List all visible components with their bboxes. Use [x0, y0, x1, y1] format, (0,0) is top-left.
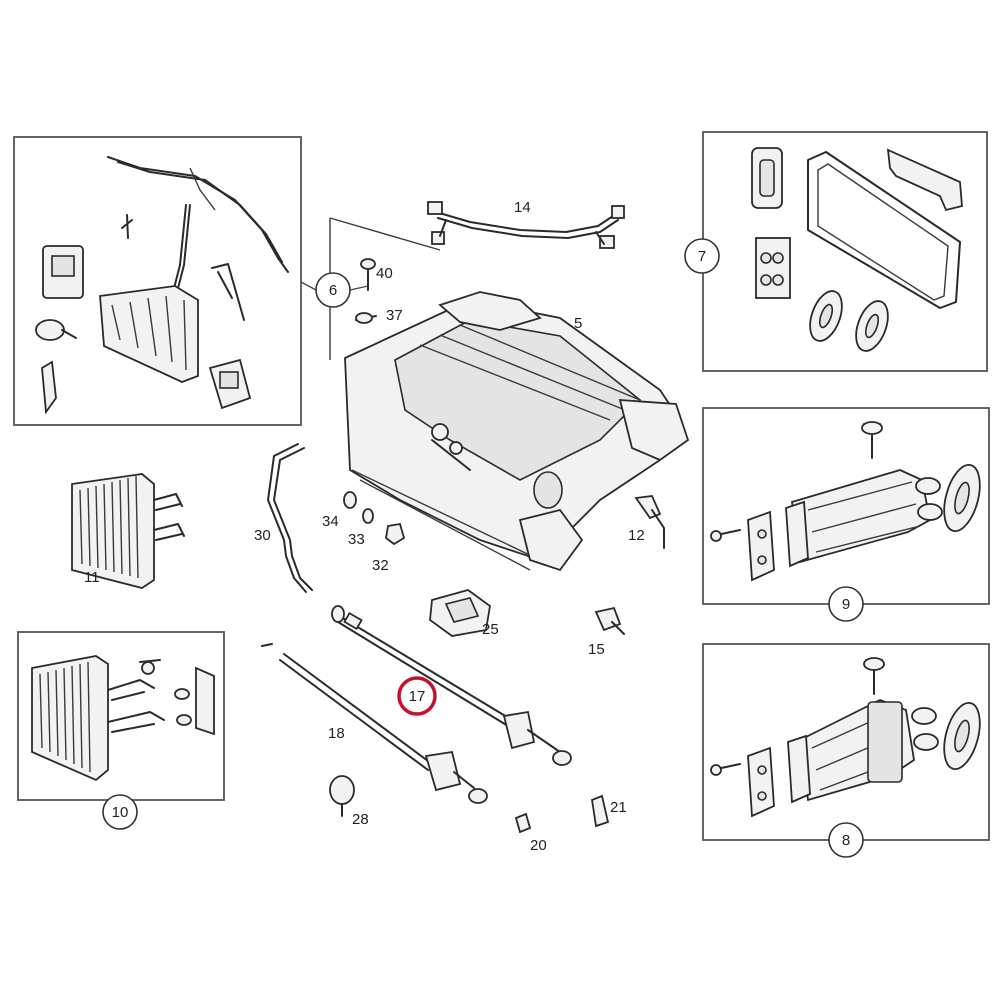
part-28-clip [329, 775, 355, 817]
part-12-clip [634, 495, 665, 549]
callout-12: 12 [628, 527, 645, 544]
part-11-heater-core [71, 473, 185, 589]
callout-10: 10 [112, 804, 129, 821]
callout-21: 21 [610, 799, 627, 816]
detail-box-9 [702, 407, 990, 605]
part-25-bracket [429, 589, 491, 637]
callout-40: 40 [376, 265, 393, 282]
callout-labels: 5 14 40 37 11 30 34 33 32 12 25 15 18 28… [84, 199, 645, 854]
callout-9-circle: 9 [828, 586, 864, 622]
callout-9: 9 [842, 596, 850, 613]
callout-33: 33 [348, 531, 365, 548]
part-18-control-cable [261, 643, 488, 804]
callout-30: 30 [254, 527, 271, 544]
callout-18: 18 [328, 725, 345, 742]
callout-32: 32 [372, 557, 389, 574]
callout-6: 6 [329, 282, 337, 299]
parts-32-33-34-fasteners [343, 491, 406, 546]
callout-7-circle: 7 [684, 238, 720, 274]
part-17-control-cable [331, 605, 572, 766]
callout-20: 20 [530, 837, 547, 854]
detail-box-6 [13, 136, 302, 426]
callout-7: 7 [698, 248, 706, 265]
callout-17-highlighted-circle: 17 [397, 676, 437, 716]
part-5-main-housing [329, 217, 690, 572]
callout-6-circle: 6 [315, 272, 351, 308]
callout-25: 25 [482, 621, 499, 638]
callout-37: 37 [386, 307, 403, 324]
callout-28: 28 [352, 811, 369, 828]
callout-5: 5 [574, 315, 582, 332]
callout-17: 17 [409, 688, 426, 705]
callout-11: 11 [84, 569, 100, 586]
callout-34: 34 [322, 513, 339, 530]
detail-box-8 [702, 643, 990, 841]
callout-8: 8 [842, 832, 850, 849]
callout-15: 15 [588, 641, 605, 658]
callout-14: 14 [514, 199, 531, 216]
part-15-clip [594, 606, 625, 635]
part-14-wiring-harness [427, 201, 625, 249]
circled-callouts: 6 7 9 8 10 17 [102, 238, 864, 858]
part-20-screw [514, 812, 532, 834]
detail-box-10 [17, 631, 225, 801]
callout-10-circle: 10 [102, 794, 138, 830]
detail-box-7 [702, 131, 988, 372]
part-21-clip [591, 794, 610, 828]
callout-8-circle: 8 [828, 822, 864, 858]
part-30-hose [267, 443, 313, 593]
